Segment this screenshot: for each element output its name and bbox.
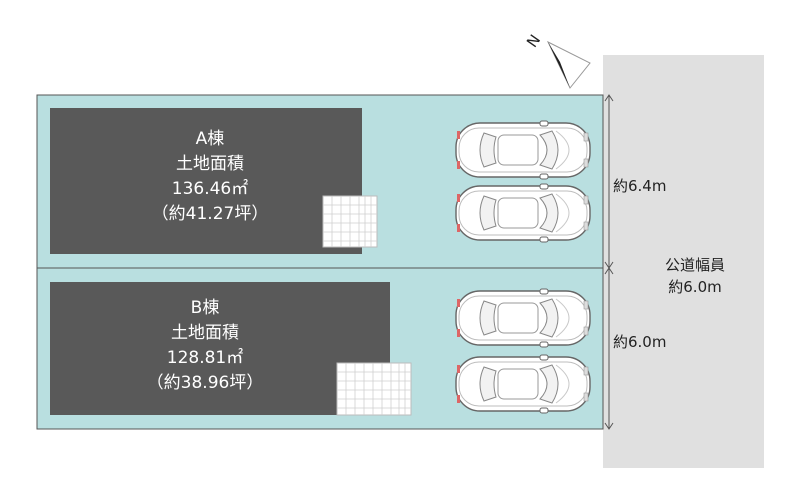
lot-b-area-sqm: 128.81㎡	[166, 348, 244, 368]
lot-a-name: A棟	[195, 129, 225, 149]
parked-car-b1	[455, 288, 591, 348]
parked-car-a2	[455, 183, 591, 243]
road-info: 公道幅員 約6.0m	[640, 254, 750, 298]
building-a	[50, 108, 362, 254]
lot-a-area-label: 土地面積	[176, 154, 244, 174]
north-arrow-icon	[546, 40, 591, 89]
lot-a-info: A棟 土地面積 136.46㎡ （約41.27坪）	[120, 127, 300, 227]
road-width: 約6.0m	[668, 278, 722, 296]
parked-car-a1	[455, 120, 591, 180]
entrance-steps-b	[336, 362, 412, 416]
lot-a-area-tsubo: （約41.27坪）	[151, 204, 269, 224]
lot-a-area-sqm: 136.46㎡	[171, 179, 249, 199]
frontage-a-label: 約6.4m	[613, 177, 667, 195]
lot-b-name: B棟	[190, 298, 220, 318]
lot-b-area-label: 土地面積	[171, 323, 239, 343]
parked-car-b2	[455, 354, 591, 414]
road-label: 公道幅員	[664, 256, 725, 274]
lot-b-area-tsubo: （約38.96坪）	[146, 373, 264, 393]
frontage-dimension-line	[604, 94, 614, 430]
building-b	[50, 282, 390, 415]
frontage-b-label: 約6.0m	[613, 333, 667, 351]
entrance-steps-a	[322, 195, 378, 248]
public-road	[603, 55, 764, 468]
lot-b-info: B棟 土地面積 128.81㎡ （約38.96坪）	[115, 296, 295, 396]
